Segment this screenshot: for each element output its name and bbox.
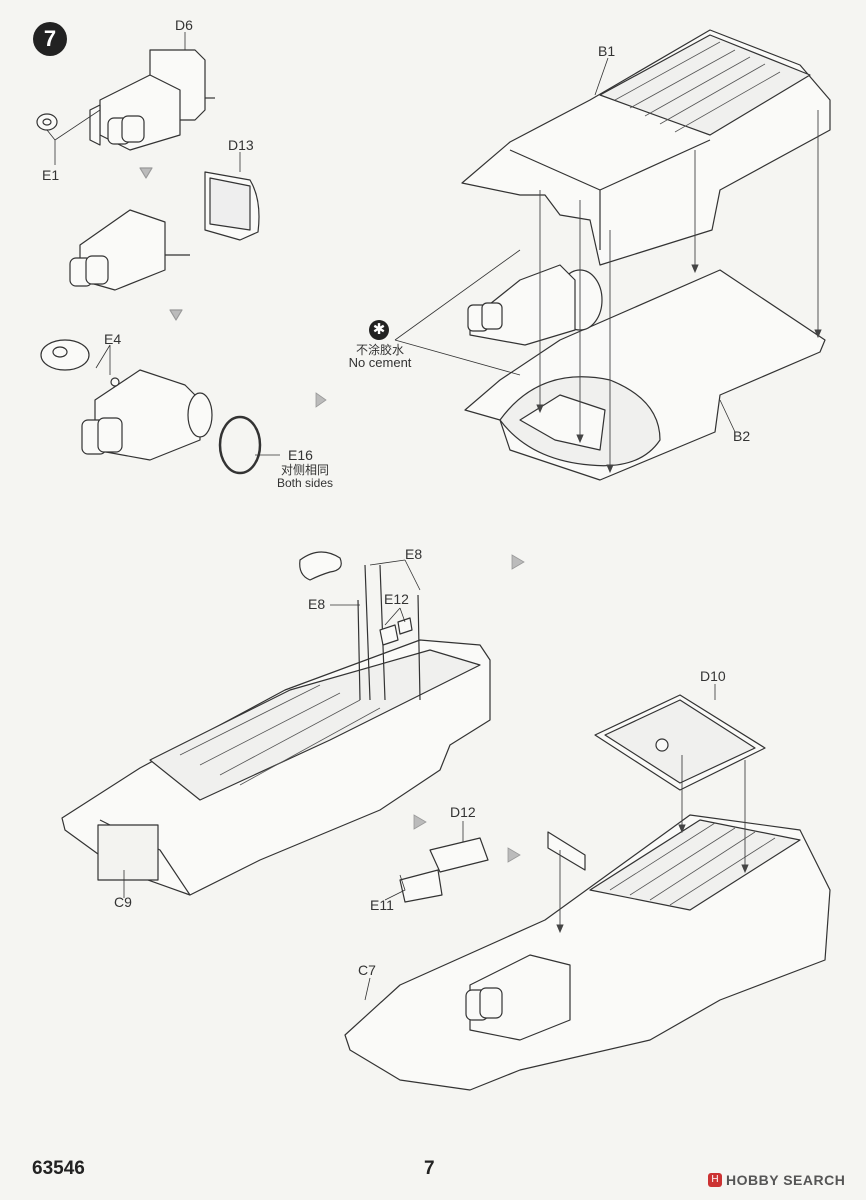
subassembly-d12-e11 xyxy=(399,837,489,903)
page-number: 7 xyxy=(424,1158,435,1179)
part-label-c9: C9 xyxy=(114,894,132,910)
part-label-e4: E4 xyxy=(104,331,122,347)
part-label-d10: D10 xyxy=(700,668,726,684)
part-label-d13: D13 xyxy=(228,137,254,153)
part-label-e1: E1 xyxy=(42,167,60,183)
part-label-e16: E16 xyxy=(288,447,313,463)
part-label-d6: D6 xyxy=(175,17,193,33)
subassembly-d6 xyxy=(36,49,215,151)
part-label-e11: E11 xyxy=(370,897,394,913)
subassembly-c9 xyxy=(61,551,491,896)
part-label-e8-left: E8 xyxy=(308,596,326,612)
part-label-c7: C7 xyxy=(358,962,376,978)
no-cement-note-en: No cement xyxy=(348,355,412,370)
hobby-search-logo-icon: H xyxy=(708,1173,722,1187)
subassembly-d10 xyxy=(594,694,766,791)
step-number-badge: 7 xyxy=(33,22,67,56)
watermark-text: HOBBY SEARCH xyxy=(726,1172,846,1188)
part-label-b1: B1 xyxy=(598,43,616,59)
part-label-b2: B2 xyxy=(733,428,751,444)
part-label-e12: E12 xyxy=(384,591,409,607)
both-sides-note-en: Both sides xyxy=(276,476,334,490)
part-label-e8-top: E8 xyxy=(405,546,423,562)
subassembly-b1 xyxy=(461,29,831,266)
subassembly-d13 xyxy=(69,171,260,291)
both-sides-note-cn: 对侧相同 xyxy=(280,463,329,477)
no-cement-icon: ✱ xyxy=(369,320,389,340)
part-label-d12: D12 xyxy=(450,804,476,820)
subassembly-c7 xyxy=(344,814,831,1091)
kit-number: 63546 xyxy=(32,1158,85,1179)
subassembly-e4-e16 xyxy=(40,339,262,475)
no-cement-note-cn: 不涂胶水 xyxy=(355,343,404,357)
subassembly-b2 xyxy=(464,264,826,481)
